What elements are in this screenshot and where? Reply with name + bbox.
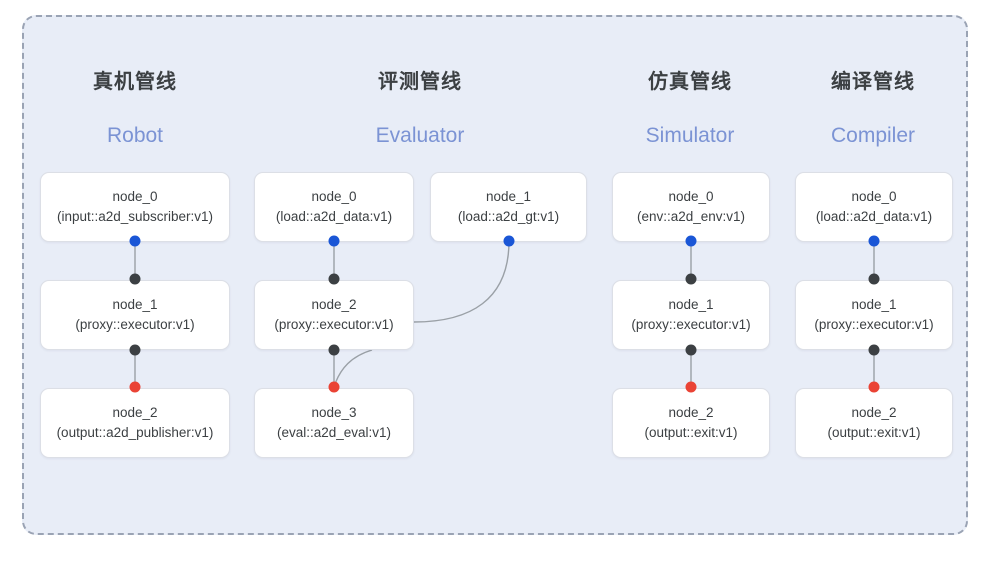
column-title-en-simulator: Simulator xyxy=(645,124,735,147)
port-out-evaluator-node_0[interactable] xyxy=(328,235,340,247)
port-in-evaluator-node_3[interactable] xyxy=(328,381,340,393)
node-label: node_3 xyxy=(311,404,357,420)
node-label: node_2 xyxy=(112,404,158,420)
node-compiler-node_0[interactable]: node_0 (load::a2d_data:v1) xyxy=(795,172,953,242)
node-label: node_0 xyxy=(851,188,897,204)
port-in-evaluator-node_2[interactable] xyxy=(328,273,340,285)
node-type: (env::a2d_env:v1) xyxy=(636,208,746,224)
node-evaluator-node_1[interactable]: node_1 (load::a2d_gt:v1) xyxy=(430,172,587,242)
node-type: (output::exit:v1) xyxy=(644,424,738,440)
node-label: node_1 xyxy=(668,296,714,312)
node-simulator-node_2[interactable]: node_2 (output::exit:v1) xyxy=(612,388,770,458)
node-label: node_0 xyxy=(112,188,158,204)
node-compiler-node_1[interactable]: node_1 (proxy::executor:v1) xyxy=(795,280,953,350)
node-type: (output::a2d_publisher:v1) xyxy=(56,424,214,440)
port-in-simulator-node_2[interactable] xyxy=(685,381,697,393)
node-compiler-node_2[interactable]: node_2 (output::exit:v1) xyxy=(795,388,953,458)
node-type: (proxy::executor:v1) xyxy=(631,316,751,332)
node-type: (proxy::executor:v1) xyxy=(75,316,195,332)
port-in-robot-node_1[interactable] xyxy=(129,273,141,285)
port-out-robot-node_0[interactable] xyxy=(129,235,141,247)
node-label: node_1 xyxy=(851,296,897,312)
node-simulator-node_0[interactable]: node_0 (env::a2d_env:v1) xyxy=(612,172,770,242)
column-title-en-evaluator: Evaluator xyxy=(375,124,465,147)
port-in-compiler-node_1[interactable] xyxy=(868,273,880,285)
column-title-cn-compiler: 编译管线 xyxy=(831,71,915,93)
node-evaluator-node_2[interactable]: node_2 (proxy::executor:v1) xyxy=(254,280,414,350)
port-out-simulator-node_0[interactable] xyxy=(685,235,697,247)
column-title-cn-evaluator: 评测管线 xyxy=(378,71,462,93)
port-out-simulator-node_1[interactable] xyxy=(685,344,697,356)
column-title-en-robot: Robot xyxy=(106,124,164,147)
node-label: node_2 xyxy=(668,404,714,420)
node-label: node_2 xyxy=(311,296,357,312)
node-simulator-node_1[interactable]: node_1 (proxy::executor:v1) xyxy=(612,280,770,350)
node-type: (eval::a2d_eval:v1) xyxy=(276,424,392,440)
node-label: node_0 xyxy=(668,188,714,204)
port-out-compiler-node_0[interactable] xyxy=(868,235,880,247)
node-type: (load::a2d_data:v1) xyxy=(815,208,933,224)
node-type: (proxy::executor:v1) xyxy=(814,316,934,332)
node-label: node_1 xyxy=(112,296,158,312)
column-title-cn-simulator: 仿真管线 xyxy=(648,71,732,93)
node-type: (output::exit:v1) xyxy=(827,424,921,440)
column-title-cn-robot: 真机管线 xyxy=(93,71,177,93)
port-out-compiler-node_1[interactable] xyxy=(868,344,880,356)
node-label: node_1 xyxy=(485,188,532,204)
column-title-en-compiler: Compiler xyxy=(830,124,916,147)
node-robot-node_2[interactable]: node_2 (output::a2d_publisher:v1) xyxy=(40,388,230,458)
node-type: (proxy::executor:v1) xyxy=(274,316,394,332)
port-in-compiler-node_2[interactable] xyxy=(868,381,880,393)
port-out-robot-node_1[interactable] xyxy=(129,344,141,356)
port-out-evaluator-node_1[interactable] xyxy=(503,235,515,247)
node-evaluator-node_3[interactable]: node_3 (eval::a2d_eval:v1) xyxy=(254,388,414,458)
port-in-simulator-node_1[interactable] xyxy=(685,273,697,285)
node-type: (input::a2d_subscriber:v1) xyxy=(56,208,214,224)
node-robot-node_1[interactable]: node_1 (proxy::executor:v1) xyxy=(40,280,230,350)
port-in-robot-node_2[interactable] xyxy=(129,381,141,393)
node-robot-node_0[interactable]: node_0 (input::a2d_subscriber:v1) xyxy=(40,172,230,242)
node-type: (load::a2d_gt:v1) xyxy=(457,208,560,224)
port-out-evaluator-node_2[interactable] xyxy=(328,344,340,356)
node-evaluator-node_0[interactable]: node_0 (load::a2d_data:v1) xyxy=(254,172,414,242)
node-label: node_2 xyxy=(851,404,897,420)
node-label: node_0 xyxy=(311,188,357,204)
node-type: (load::a2d_data:v1) xyxy=(275,208,393,224)
